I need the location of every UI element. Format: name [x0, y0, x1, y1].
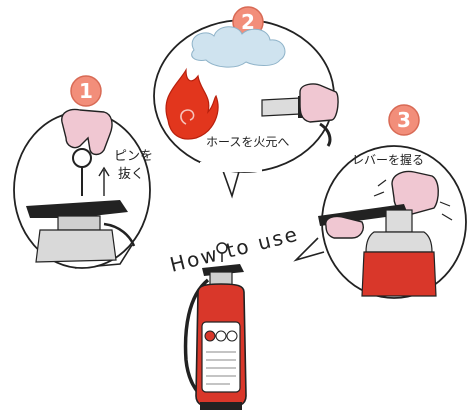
label-dot: [226, 330, 238, 342]
step-2-number: 2: [241, 10, 255, 34]
step-1-hand: [61, 108, 113, 156]
step-1-caption-line2: 抜く: [118, 166, 144, 182]
motion-mark: [441, 213, 453, 221]
motion-mark: [377, 179, 387, 187]
step-3-number: 3: [397, 108, 411, 132]
step-3-valve: [385, 209, 413, 233]
step-3-panel: 3 レバーを握る: [293, 104, 467, 299]
step-2-pointer-mask: [200, 162, 262, 172]
step-2-caption: ホースを火元へ: [206, 135, 289, 149]
flame-swirl: [180, 109, 195, 125]
step-1-panel: 1 ピンを 抜く: [13, 75, 153, 269]
step-2-hose: [319, 122, 332, 147]
main-extinguisher: [183, 242, 247, 410]
step-1-hose: [103, 222, 136, 247]
step-2-pointer: [221, 167, 241, 199]
step-1-lever: [26, 200, 128, 218]
label-dot: [204, 330, 216, 342]
hose-nozzle: [261, 97, 301, 117]
step-2-panel: 2 ホースを火元へ: [153, 6, 339, 199]
step-3-pointer: [293, 237, 325, 262]
smoke-cloud: [191, 26, 286, 68]
step-1-caption-line1: ピンを: [114, 149, 153, 164]
flame: [165, 67, 219, 140]
step-3-cylinder: [361, 251, 437, 297]
step-2-hand: [299, 83, 339, 123]
step-1-number: 1: [79, 79, 93, 103]
label-dot: [215, 330, 227, 342]
step-3-bottom-hand: [325, 215, 364, 239]
up-arrow-head: [98, 166, 110, 177]
motion-mark: [439, 201, 451, 207]
step-3-badge: [388, 104, 420, 136]
step-1-badge: [70, 75, 102, 107]
motion-mark: [373, 191, 385, 197]
main-base: [200, 402, 242, 410]
step-3-caption: レバーを握る: [352, 152, 424, 167]
step-3-cylinder-shoulder: [365, 231, 433, 253]
step-1-cylinder-top: [35, 229, 117, 263]
step-1-valve: [57, 215, 101, 231]
